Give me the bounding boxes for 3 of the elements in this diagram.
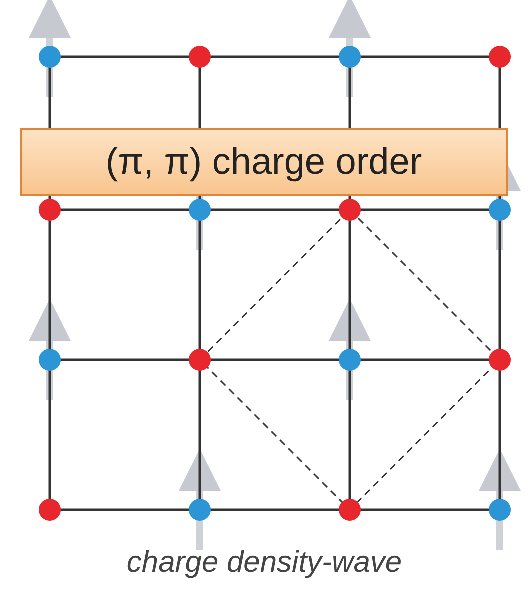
label-box xyxy=(20,128,508,196)
caption: charge density-wave xyxy=(126,546,404,580)
box-text: (π, π) charge order xyxy=(106,141,422,183)
